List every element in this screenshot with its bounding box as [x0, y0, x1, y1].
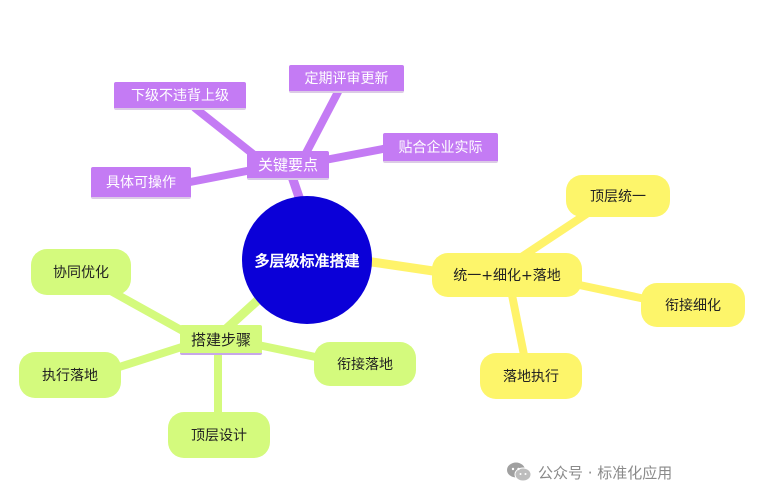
branch-node-steps[interactable]: 搭建步骤 [180, 325, 262, 355]
leaf-label-operable: 具体可操作 [106, 175, 176, 191]
central-topic-node[interactable]: 多层级标准搭建 [242, 196, 372, 324]
leaf-label-implement: 落地执行 [503, 369, 559, 385]
connector-line [191, 104, 262, 162]
wechat-icon [507, 462, 532, 482]
leaf-label-execute: 执行落地 [42, 368, 98, 384]
leaf-node-connect-implement[interactable]: 衔接落地 [314, 342, 416, 386]
branch-node-key-points[interactable]: 关键要点 [247, 151, 329, 180]
leaf-node-operable[interactable]: 具体可操作 [91, 167, 191, 199]
leaf-node-collab-optimize[interactable]: 协同优化 [31, 249, 131, 295]
central-topic-label: 多层级标准搭建 [254, 251, 360, 270]
connector-line [181, 166, 256, 187]
watermark-text: 公众号 · 标准化应用 [538, 463, 673, 482]
connector-line [508, 291, 529, 364]
leaf-label-connect-refine: 衔接细化 [665, 298, 721, 314]
leaf-node-fit-enterprise[interactable]: 贴合企业实际 [383, 133, 498, 163]
branch-label-unify: 统一+细化+落地 [453, 268, 561, 284]
leaf-label-collab-optimize: 协同优化 [53, 265, 109, 281]
leaf-node-no-violation[interactable]: 下级不违背上级 [114, 82, 246, 110]
leaf-label-no-violation: 下级不违背上级 [131, 88, 229, 104]
connector-line [106, 341, 192, 374]
leaf-node-periodic-review[interactable]: 定期评审更新 [289, 65, 404, 93]
leaf-label-top-design: 顶层设计 [191, 428, 247, 444]
leaf-node-connect-refine[interactable]: 衔接细化 [641, 283, 745, 327]
watermark: 公众号 · 标准化应用 [506, 459, 672, 485]
leaf-label-top-unify: 顶层统一 [590, 189, 646, 205]
branch-label-steps: 搭建步骤 [190, 330, 251, 349]
connector-line [367, 257, 445, 277]
leaf-node-top-design[interactable]: 顶层设计 [168, 412, 270, 458]
leaf-label-connect-implement: 衔接落地 [337, 357, 393, 373]
leaf-node-implement[interactable]: 落地执行 [480, 353, 582, 399]
leaf-label-fit-enterprise: 贴合企业实际 [398, 140, 483, 156]
leaf-node-top-unify[interactable]: 顶层统一 [566, 175, 670, 217]
branch-node-unify[interactable]: 统一+细化+落地 [432, 253, 582, 297]
connector-line [566, 279, 654, 304]
leaf-node-execute[interactable]: 执行落地 [19, 352, 121, 398]
branch-label-key-points: 关键要点 [257, 156, 318, 174]
connector-line [301, 88, 342, 159]
connector-line [321, 144, 392, 164]
leaf-label-periodic-review: 定期评审更新 [304, 71, 389, 87]
